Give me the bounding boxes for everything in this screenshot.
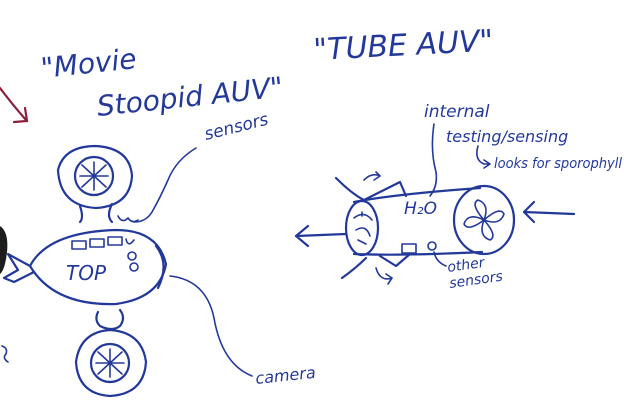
top-propeller-pod — [56, 144, 134, 224]
testing-sensing-label: testing/sensing — [446, 127, 568, 146]
tube-propeller-icon — [463, 199, 505, 241]
top-fin — [334, 176, 408, 202]
bottom-fin — [340, 252, 412, 280]
maroon-arrow — [0, 86, 29, 124]
tube-auv-title: "TUBE AUV" — [313, 24, 495, 68]
other-sensors-label-line1: other — [446, 255, 486, 276]
hull-window — [89, 238, 105, 248]
hull-window — [71, 240, 87, 250]
side-sensor-box — [401, 243, 417, 254]
movie-auv-diagram: "Movie Stoopid AUV" — [2, 42, 317, 398]
hull-sensor-dot — [127, 251, 137, 261]
tube-auv-body: H₂O — [334, 171, 516, 285]
inflow-arrow — [522, 200, 576, 224]
tail-fin — [2, 252, 36, 284]
bottom-propeller-icon — [95, 348, 125, 378]
top-fin-rotation-arrow — [363, 171, 381, 181]
tube-front-opening — [452, 184, 516, 256]
hull-top-label: TOP — [66, 261, 107, 285]
tube-rear-opening — [344, 199, 380, 257]
left-edge-fragments — [0, 86, 29, 363]
sensors-label: sensors — [202, 110, 270, 145]
other-sensors-leader-line — [433, 251, 447, 267]
movie-auv-hull: TOP — [2, 228, 168, 306]
bottom-propeller-pod — [74, 308, 148, 398]
movie-auv-title-line1: "Movie — [39, 42, 138, 85]
water-label: H₂O — [404, 199, 437, 219]
top-propeller-icon — [79, 161, 109, 191]
hull-window — [107, 236, 123, 246]
camera-label: camera — [254, 363, 316, 388]
internal-sensor-scribble — [353, 211, 373, 245]
internal-label: internal — [424, 102, 490, 122]
looks-for-arrow — [476, 145, 491, 169]
edge-squiggle — [1, 345, 9, 363]
other-sensors-label-line2: sensors — [448, 269, 503, 292]
side-sensor-dot — [427, 241, 437, 251]
camera-leader-line — [169, 275, 253, 377]
internal-leader-line — [429, 123, 438, 197]
tube-auv-diagram: "TUBE AUV" internal testing/sensing look… — [294, 24, 622, 292]
bottom-fin-rotation-arrow — [375, 267, 393, 285]
hull-sensor-dot — [129, 262, 139, 272]
outflow-arrow — [294, 224, 348, 248]
dark-edge-blob — [0, 226, 8, 274]
hull-nose-camera — [154, 244, 165, 290]
looks-for-label: looks for sporophyll — [494, 156, 622, 172]
sensors-leader-line — [133, 147, 197, 223]
